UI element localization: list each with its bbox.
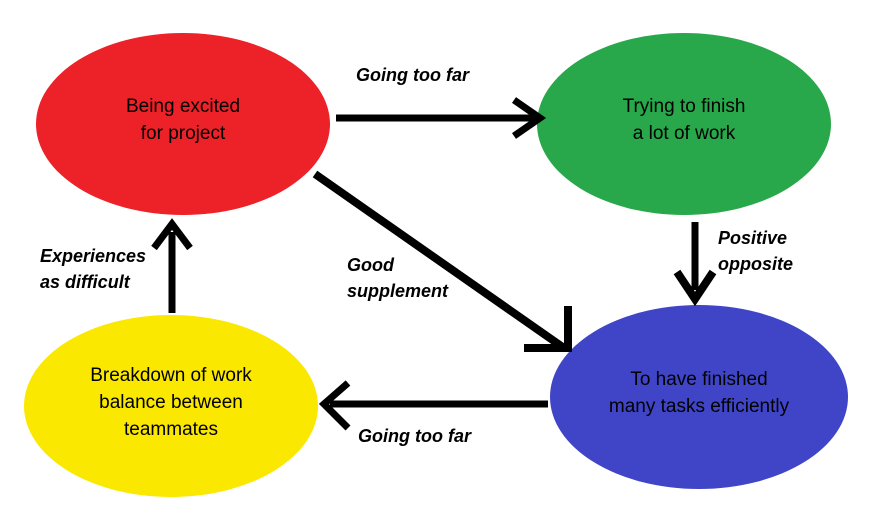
- edge-finished-to-breakdown: [318, 380, 548, 431]
- edge-label-experiences-as-difficult: Experiences as difficult: [40, 246, 147, 293]
- edge-breakdown-to-excited: [151, 218, 193, 313]
- edge-label-good-supplement: Good supplement: [347, 255, 449, 302]
- arrowhead-diagonal: [524, 306, 572, 352]
- edge-line: [312, 170, 567, 352]
- node-trying-to-finish[interactable]: [537, 33, 831, 215]
- edge-excited-to-trying: [336, 97, 547, 139]
- arrowhead-up: [151, 218, 193, 251]
- arrowhead-right: [512, 97, 547, 139]
- node-being-excited[interactable]: [36, 33, 330, 215]
- edge-label-positive-opposite: Positive opposite: [718, 228, 793, 275]
- node-to-have-finished[interactable]: [550, 305, 848, 489]
- edge-label-going-too-far-top: Going too far: [356, 65, 469, 85]
- edge-excited-to-finished: [312, 170, 572, 352]
- node-breakdown-of-work[interactable]: [24, 315, 318, 497]
- arrowhead-left: [318, 380, 351, 431]
- edge-trying-to-finished: [673, 222, 717, 307]
- arrowhead-down: [673, 269, 717, 307]
- edge-label-going-too-far-bottom: Going too far: [358, 426, 471, 446]
